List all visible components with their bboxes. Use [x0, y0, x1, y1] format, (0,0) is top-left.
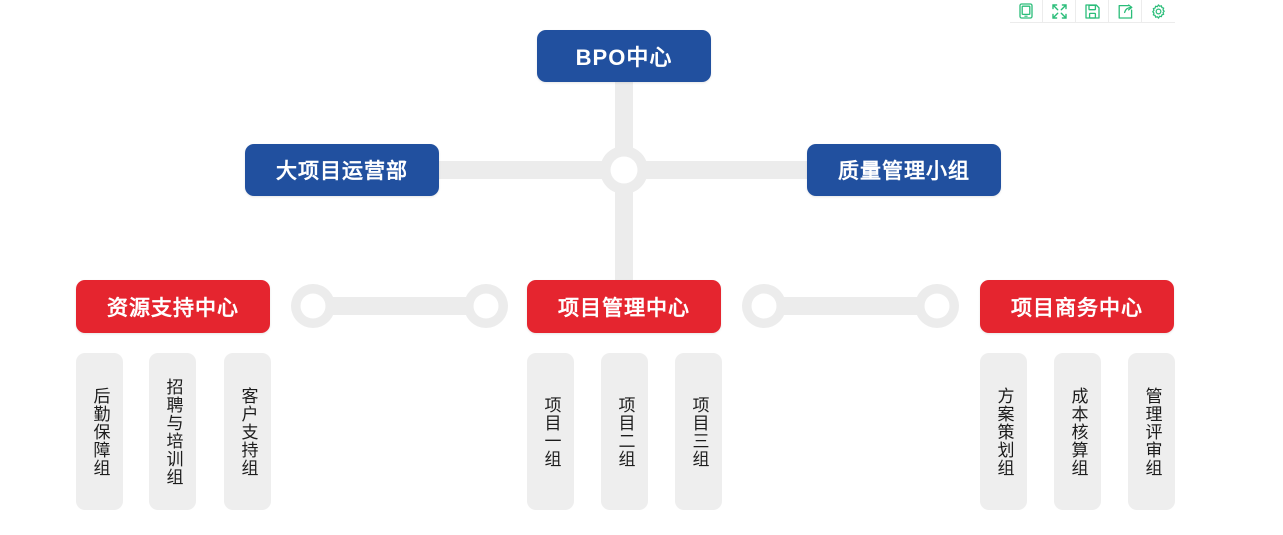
org-leaf-card[interactable]: 客户支持组 [224, 353, 271, 510]
org-leaf-card[interactable]: 项目一组 [527, 353, 574, 510]
settings-gear-icon [1151, 3, 1166, 19]
save-button[interactable] [1076, 0, 1109, 23]
mobile-preview-icon [1019, 3, 1033, 19]
org-leaf-card[interactable]: 项目二组 [601, 353, 648, 510]
org-node-label: 资源支持中心 [107, 296, 239, 320]
org-node-label: 项目商务中心 [1011, 296, 1143, 320]
mobile-preview-button[interactable] [1010, 0, 1043, 23]
org-node-label: 项目管理中心 [558, 296, 690, 320]
org-leaf-card[interactable]: 方案策划组 [980, 353, 1027, 510]
org-leaf-card[interactable]: 招聘与培训组 [149, 353, 196, 510]
org-node-project-management-center[interactable]: 项目管理中心 [527, 280, 721, 333]
org-node-bpo-center[interactable]: BPO中心 [537, 30, 711, 82]
save-icon [1084, 3, 1100, 19]
fullscreen-icon [1051, 3, 1067, 19]
org-leaf-card[interactable]: 后勤保障组 [76, 353, 123, 510]
org-leaf-card[interactable]: 成本核算组 [1054, 353, 1101, 510]
toolbar [1010, 0, 1175, 23]
org-node-label: BPO中心 [575, 45, 673, 70]
org-node-quality-management-group[interactable]: 质量管理小组 [807, 144, 1001, 196]
org-leaf-card[interactable]: 管理评审组 [1128, 353, 1175, 510]
share-icon [1118, 3, 1133, 19]
fullscreen-button[interactable] [1043, 0, 1076, 23]
org-node-big-project-operations[interactable]: 大项目运营部 [245, 144, 439, 196]
org-node-label: 质量管理小组 [838, 160, 970, 183]
org-node-label: 大项目运营部 [276, 160, 408, 183]
org-leaf-card[interactable]: 项目三组 [675, 353, 722, 510]
settings-button[interactable] [1142, 0, 1175, 23]
org-node-project-business-center[interactable]: 项目商务中心 [980, 280, 1174, 333]
org-node-resource-support-center[interactable]: 资源支持中心 [76, 280, 270, 333]
share-button[interactable] [1109, 0, 1142, 23]
